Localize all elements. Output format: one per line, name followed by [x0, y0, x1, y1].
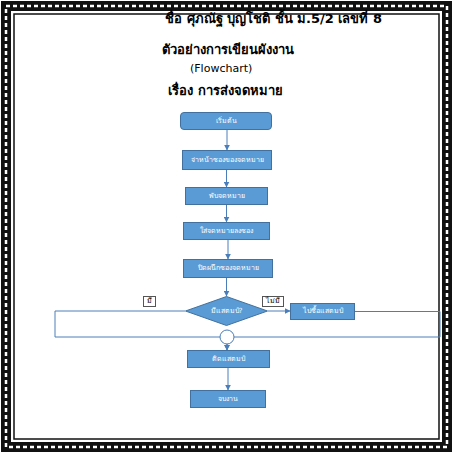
flow-arrow	[226, 205, 227, 222]
process-box: ใส่จดหมายลงซอง	[183, 222, 270, 240]
title: ตัวอย่างการเขียนผังงาน	[162, 39, 294, 60]
decorative-border	[6, 6, 447, 447]
flow-arrow	[227, 130, 228, 150]
node-text: ปิดผนึกซองจดหมาย	[196, 264, 261, 273]
terminal-box: เริ่มต้น	[180, 112, 272, 130]
process-box: จบงาน	[190, 390, 266, 408]
flow-arrow	[268, 311, 290, 312]
flow-arrow	[226, 170, 227, 187]
process-box: ปิดผนึกซองจดหมาย	[183, 259, 273, 278]
node-text: ไปซื้อแสตมป์	[301, 307, 345, 316]
process-box: พับจดหมาย	[185, 187, 268, 205]
process-box: ติดแสตมป์	[187, 350, 270, 368]
process-box: ไปซื้อแสตมป์	[290, 303, 355, 320]
flow-arrow	[228, 240, 229, 259]
edge-label: ไม่มี	[262, 296, 284, 307]
process-box: จ่าหน้าซองของจดหมาย	[182, 150, 272, 170]
node-text: ติดแสตมป์	[210, 355, 247, 364]
node-text: พับจดหมาย	[207, 192, 247, 201]
edge-label: มี	[143, 296, 156, 307]
node-text: ใส่จดหมายลงซอง	[198, 227, 255, 236]
header-text: (Flowchart)	[190, 62, 310, 76]
decision-diamond: มีแสตมป์?	[185, 296, 268, 326]
flow-arrow	[228, 368, 229, 390]
header-text: เรื่อง การส่งจดหมาย	[168, 84, 368, 98]
header-text: ชื่อ ศุภณัฐ บุญโชติ ชั้น ม.5/2 เลขที่ 8	[165, 12, 425, 26]
node-text: จบงาน	[216, 395, 240, 404]
node-text: จ่าหน้าซองของจดหมาย	[189, 156, 266, 165]
node-text: มีแสตมป์?	[209, 307, 245, 316]
flow-arrow	[226, 278, 227, 296]
node-text: เริ่มต้น	[214, 117, 239, 126]
connector-circle	[220, 330, 234, 344]
